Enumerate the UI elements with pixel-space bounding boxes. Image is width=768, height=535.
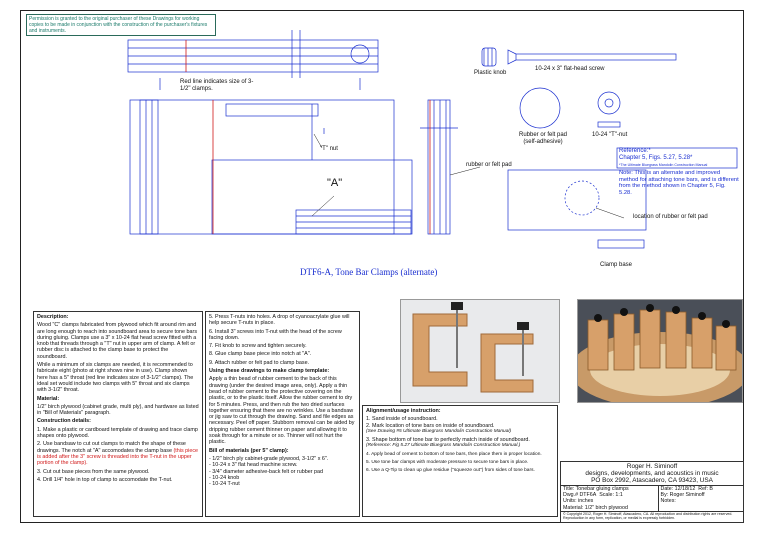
alignment-box: Alignment/usage instruction: 1. Sand ins… [362, 405, 558, 517]
location-pad-label: location of rubber or felt pad [633, 214, 708, 220]
plastic-knob-drawing [481, 47, 497, 67]
clamp-body [129, 99, 395, 235]
clamps-photo [400, 299, 560, 403]
reference-head: Reference:* [619, 148, 651, 154]
reference-chapter: Chapter 5, Figs. 5.27, 5.28* [619, 155, 693, 161]
reference-book: *The Ultimate Bluegrass Mandolin Constru… [619, 163, 708, 167]
material-text: 1/2" birch plywood (cabinet grade, multi… [37, 403, 199, 417]
tb-by: By: Roger Siminoff [660, 492, 705, 499]
tb-notes: Notes: [660, 498, 676, 505]
pad-drawing [519, 87, 561, 129]
red-line-label: Red line indicates size of 3-1/2" clamps… [180, 79, 254, 92]
t-nut-label: "T" nut [320, 146, 338, 152]
tb-dwg: Dwg.# DTF6A [563, 492, 597, 499]
clamps-in-use-illustration [578, 304, 742, 402]
rubber-felt-label: rubber or felt pad [466, 162, 512, 168]
t-nut-2-label: 10-24 "T"-nut [592, 132, 628, 138]
tb-units: Units: inches [563, 498, 594, 505]
author-tagline: designs, developments, and acoustics in … [585, 470, 719, 477]
reference-note: Note: This is an alternate and improved … [619, 170, 739, 196]
drawing-title: DTF6-A, Tone Bar Clamps (alternate) [300, 267, 438, 277]
description-box: Description: Wood "C" clamps fabricated … [33, 311, 203, 517]
tb-date: Date: 12/18/12 [660, 486, 696, 492]
permission-note: Permission is granted to the original pu… [26, 14, 216, 36]
pad-label: Rubber or felt pad (self-adhesive) [518, 132, 568, 145]
tb-material: Material: 1/2" birch plywood [563, 504, 628, 511]
screw-label: 10-24 x 3" flat-head screw [535, 66, 605, 72]
steps-box: 5. Press T-nuts into holes. A drop of cy… [205, 311, 360, 517]
plastic-knob-label: Plastic knob [474, 70, 507, 76]
copyright: © Copyright 2012, Roger H. Siminoff, Ata… [561, 510, 743, 520]
tb-title: Title: Tonebar gluing clamps [563, 486, 629, 492]
clamp-base-label: Clamp base [600, 262, 633, 268]
clamps-illustration [412, 302, 534, 393]
description-p1: Wood "C" clamps fabricated from plywood … [37, 322, 198, 360]
clamp-base-drawing [507, 169, 647, 231]
tb-ref: Ref: B [698, 486, 713, 492]
template-text: Apply a thin bead of rubber cement to th… [209, 376, 355, 446]
description-p2: While a minimum of six clamps are needed… [37, 362, 194, 394]
author-address: PO Box 2992, Atascadero, CA 93423, USA [591, 477, 713, 484]
t-nut-drawing [597, 91, 621, 115]
clamps-in-use-photo [577, 299, 743, 403]
screw-drawing [515, 53, 677, 61]
title-block: Roger H. Siminoff designs, developments,… [560, 461, 744, 523]
author-name: Roger H. Siminoff [626, 463, 678, 470]
tb-scale: Scale: 1:1 [599, 492, 623, 499]
a-label: "A" [327, 177, 343, 189]
